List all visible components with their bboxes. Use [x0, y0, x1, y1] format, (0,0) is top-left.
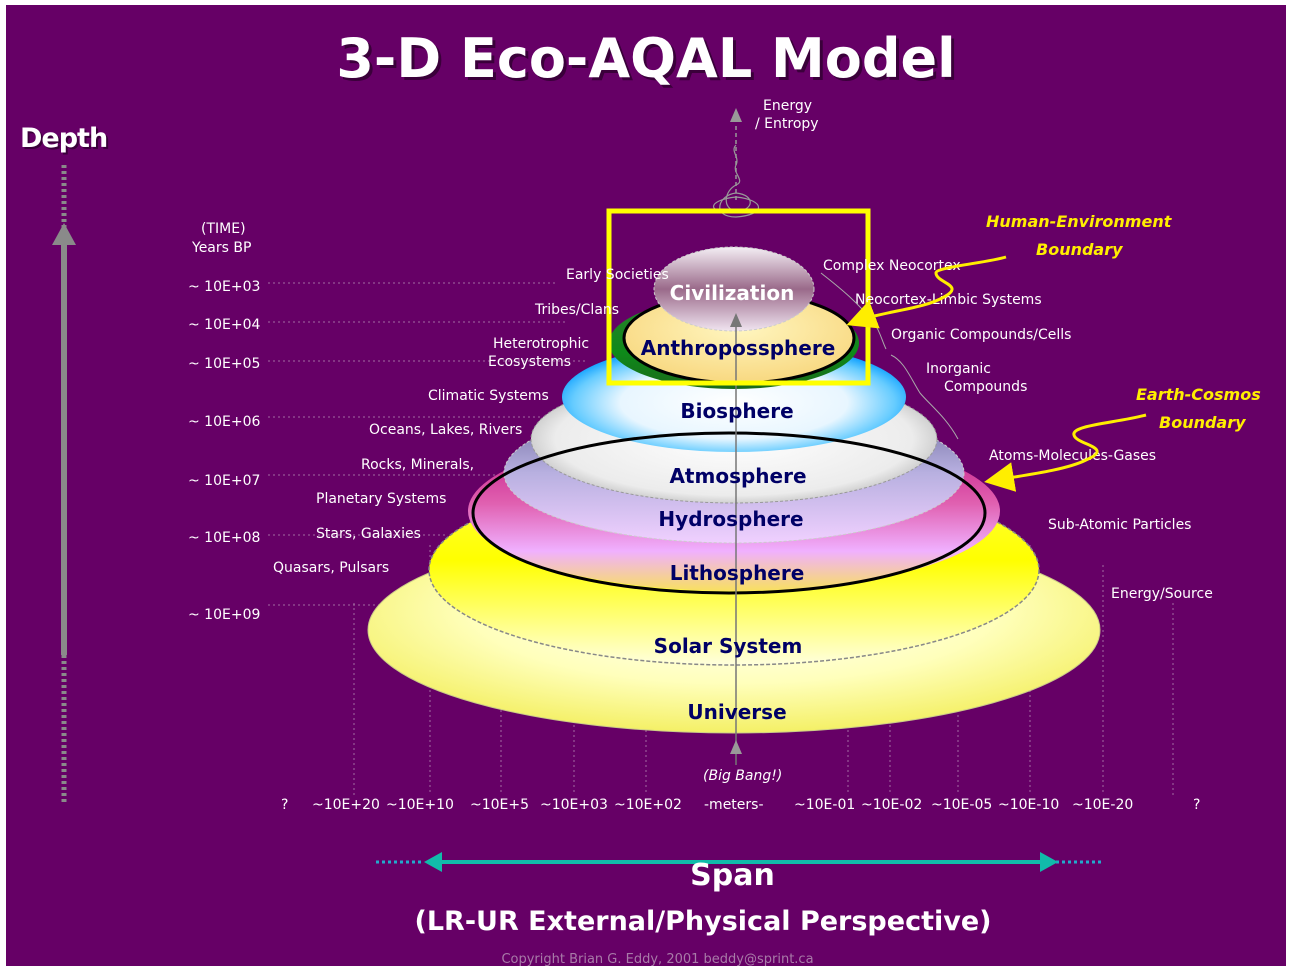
civilization-layer [653, 246, 815, 332]
copyright-notice: Copyright Brian G. Eddy, 2001 beddy@spri… [501, 952, 814, 966]
span-tick: ~10E-05 [931, 797, 992, 813]
time-tick: ~ 10E+06 [188, 414, 260, 430]
human-environment-label: Human-Environment [986, 212, 1173, 231]
neocortex-limbic-label: Neocortex-Limbic Systems [855, 292, 1042, 308]
span-axis-arrow [376, 852, 1104, 872]
span-tick: ~10E-20 [1072, 797, 1133, 813]
eco-aqal-diagram: Energy / Entropy (TIME) Years BP ~ 10E+0… [52, 98, 1261, 872]
human-environment-highlight-box [606, 208, 871, 386]
biosphere-label: Biosphere [680, 399, 793, 423]
lithosphere-label: Lithosphere [670, 561, 805, 585]
time-heading: (TIME) [201, 221, 246, 237]
climatic-systems-label: Climatic Systems [428, 388, 549, 404]
sub-atomic-label: Sub-Atomic Particles [1048, 517, 1191, 533]
page-title: 3-D Eco-AQAL Model [336, 27, 956, 90]
span-tick: ~10E-01 [794, 797, 855, 813]
central-axis [713, 108, 759, 765]
hydrosphere-label: Hydrosphere [658, 507, 803, 531]
planetary-systems-label: Planetary Systems [316, 491, 446, 507]
tribes-clans-label: Tribes/Clans [534, 302, 619, 318]
inorganic-label: Inorganic [926, 361, 991, 377]
earth-cosmos-boundary-outline [471, 431, 987, 595]
span-tick: ~10E+10 [386, 797, 454, 813]
span-tick: ? [1193, 797, 1200, 813]
energy-label: Energy [763, 98, 812, 114]
rocks-minerals-label: Rocks, Minerals, [361, 457, 474, 473]
time-tick: ~ 10E+09 [188, 607, 260, 623]
human-environment-boundary-label: Boundary [1036, 240, 1123, 259]
solar-system-label: Solar System [654, 634, 803, 658]
heterotrophic-label: Heterotrophic [493, 336, 589, 352]
early-societies-label: Early Societies [566, 267, 669, 283]
atoms-molecules-label: Atoms-Molecules-Gases [989, 448, 1156, 464]
civilization-label: Civilization [670, 281, 795, 305]
anthroposphere-label: Anthropossphere [641, 336, 836, 360]
human-environment-boundary: Human-Environment Boundary [846, 212, 1173, 329]
span-tick: ~10E-10 [998, 797, 1059, 813]
organic-compounds-label: Organic Compounds/Cells [891, 327, 1071, 343]
perspective-label: (LR-UR External/Physical Perspective) [414, 906, 992, 937]
big-bang-label: (Big Bang!) [703, 768, 782, 784]
left-labels: Early Societies Tribes/Clans Heterotroph… [273, 267, 669, 576]
sphere-labels: Civilization Anthropossphere Biosphere A… [641, 281, 836, 724]
span-tick: ~10E+03 [540, 797, 608, 813]
complex-neocortex-label: Complex Neocortex [823, 258, 961, 274]
grid-horizontal [268, 282, 586, 606]
time-ticks: ~ 10E+03 ~ 10E+04 ~ 10E+05 ~ 10E+06 ~ 10… [188, 279, 260, 623]
diagram-canvas: 3-D Eco-AQAL Model Depth [6, 5, 1286, 966]
ecosystems-label: Ecosystems [488, 354, 571, 370]
earth-cosmos-label: Earth-Cosmos [1136, 385, 1261, 404]
span-axis-label: Span [690, 858, 775, 893]
span-tick: ~10E+5 [470, 797, 529, 813]
time-tick: ~ 10E+04 [188, 317, 260, 333]
quasars-pulsars-label: Quasars, Pulsars [273, 560, 389, 576]
compounds-label: Compounds [944, 379, 1027, 395]
energy-source-label: Energy/Source [1111, 586, 1213, 602]
stars-galaxies-label: Stars, Galaxies [316, 526, 421, 542]
universe-label: Universe [687, 700, 786, 724]
years-bp-heading: Years BP [191, 240, 251, 256]
time-tick: ~ 10E+07 [188, 473, 260, 489]
oceans-lakes-rivers-label: Oceans, Lakes, Rivers [369, 422, 522, 438]
time-tick: ~ 10E+05 [188, 356, 260, 372]
span-tick: -meters- [704, 797, 764, 813]
span-tick: ~10E+20 [312, 797, 380, 813]
depth-axis-label: Depth [20, 123, 108, 154]
entropy-label: / Entropy [755, 116, 819, 132]
time-tick: ~ 10E+08 [188, 530, 260, 546]
span-tick: ~10E+02 [614, 797, 682, 813]
earth-cosmos-boundary-label: Boundary [1159, 413, 1246, 432]
span-ticks: ? ~10E+20 ~10E+10 ~10E+5 ~10E+03 ~10E+02… [281, 797, 1200, 813]
atmosphere-label: Atmosphere [669, 464, 806, 488]
right-labels: Complex Neocortex Neocortex-Limbic Syste… [823, 258, 1213, 602]
time-tick: ~ 10E+03 [188, 279, 260, 295]
depth-axis [52, 165, 76, 805]
earth-cosmos-boundary: Earth-Cosmos Boundary [984, 385, 1261, 492]
span-tick: ~10E-02 [861, 797, 922, 813]
span-tick: ? [281, 797, 288, 813]
